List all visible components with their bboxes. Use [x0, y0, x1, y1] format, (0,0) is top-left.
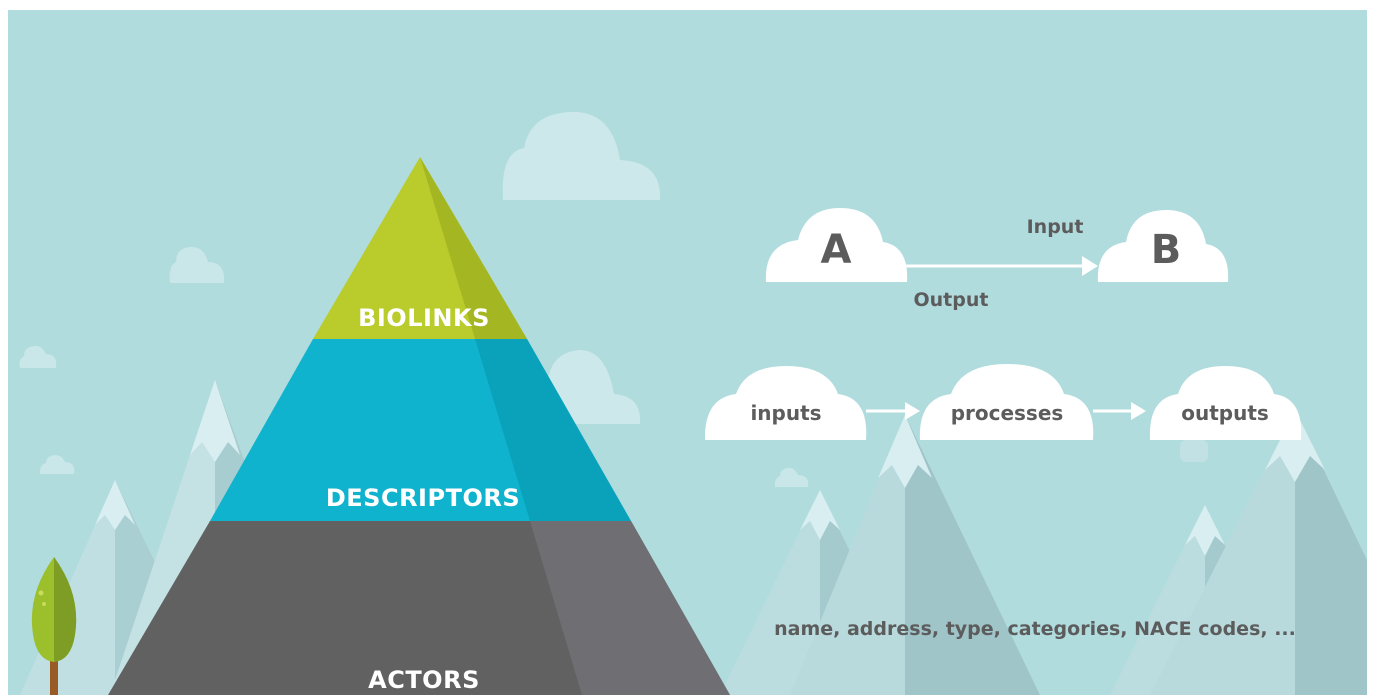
mountains-right: [720, 410, 1367, 695]
input-label: Input: [1027, 216, 1084, 238]
cloud-outputs: [1149, 366, 1302, 440]
flow-arrowhead-2: [1131, 402, 1146, 420]
cloud-processes: [919, 364, 1094, 440]
flow-arrowhead-1: [905, 402, 920, 420]
output-label: Output: [914, 289, 989, 311]
processes-label: processes: [951, 401, 1064, 425]
descriptors-label: DESCRIPTORS: [326, 484, 520, 512]
background-clouds: [19, 111, 1208, 487]
biolinks-label: BIOLINKS: [358, 304, 490, 332]
outputs-label: outputs: [1181, 401, 1269, 425]
pyramid: BIOLINKS DESCRIPTORS ACTORS: [108, 157, 730, 695]
cloud-b: [1097, 210, 1229, 282]
attributes-text: name, address, type, categories, NACE co…: [774, 618, 1296, 640]
cloud-inputs: [704, 366, 867, 440]
tree-illustration: [31, 557, 77, 695]
inputs-label: inputs: [750, 401, 821, 425]
node-a-label: A: [821, 227, 852, 273]
node-b-label: B: [1151, 227, 1182, 273]
link-diagram: A Input Output B: [765, 208, 1229, 311]
link-arrowhead: [1082, 256, 1098, 276]
cloud-a: [765, 208, 908, 282]
process-flow: inputs processes outputs: [704, 364, 1302, 440]
actors-label: ACTORS: [368, 666, 480, 694]
